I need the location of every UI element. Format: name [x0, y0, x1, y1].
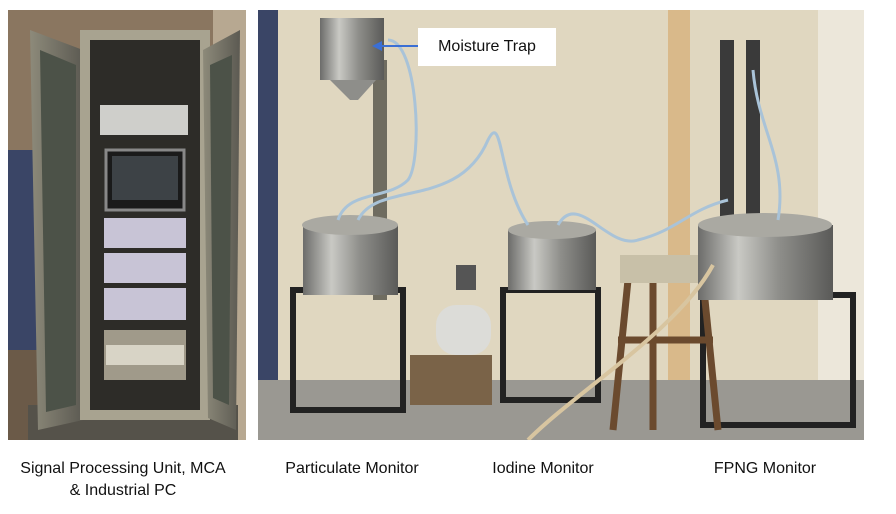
caption-fpng-monitor: FPNG Monitor	[713, 460, 817, 477]
caption-iodine-monitor: Iodine Monitor	[492, 460, 594, 477]
moisture-trap-callout: Moisture Trap	[418, 28, 556, 66]
caption-line-2: & Industrial PC	[69, 482, 177, 499]
monitors-setup-photo	[258, 10, 864, 440]
caption-signal-processing-unit: Signal Processing Unit, MCA & Industrial…	[0, 458, 246, 502]
callout-arrow-icon	[372, 41, 418, 51]
signal-processing-cabinet-photo	[8, 10, 246, 440]
caption-particulate-monitor: Particulate Monitor	[285, 460, 419, 477]
caption-line-1: Signal Processing Unit, MCA	[20, 460, 226, 477]
